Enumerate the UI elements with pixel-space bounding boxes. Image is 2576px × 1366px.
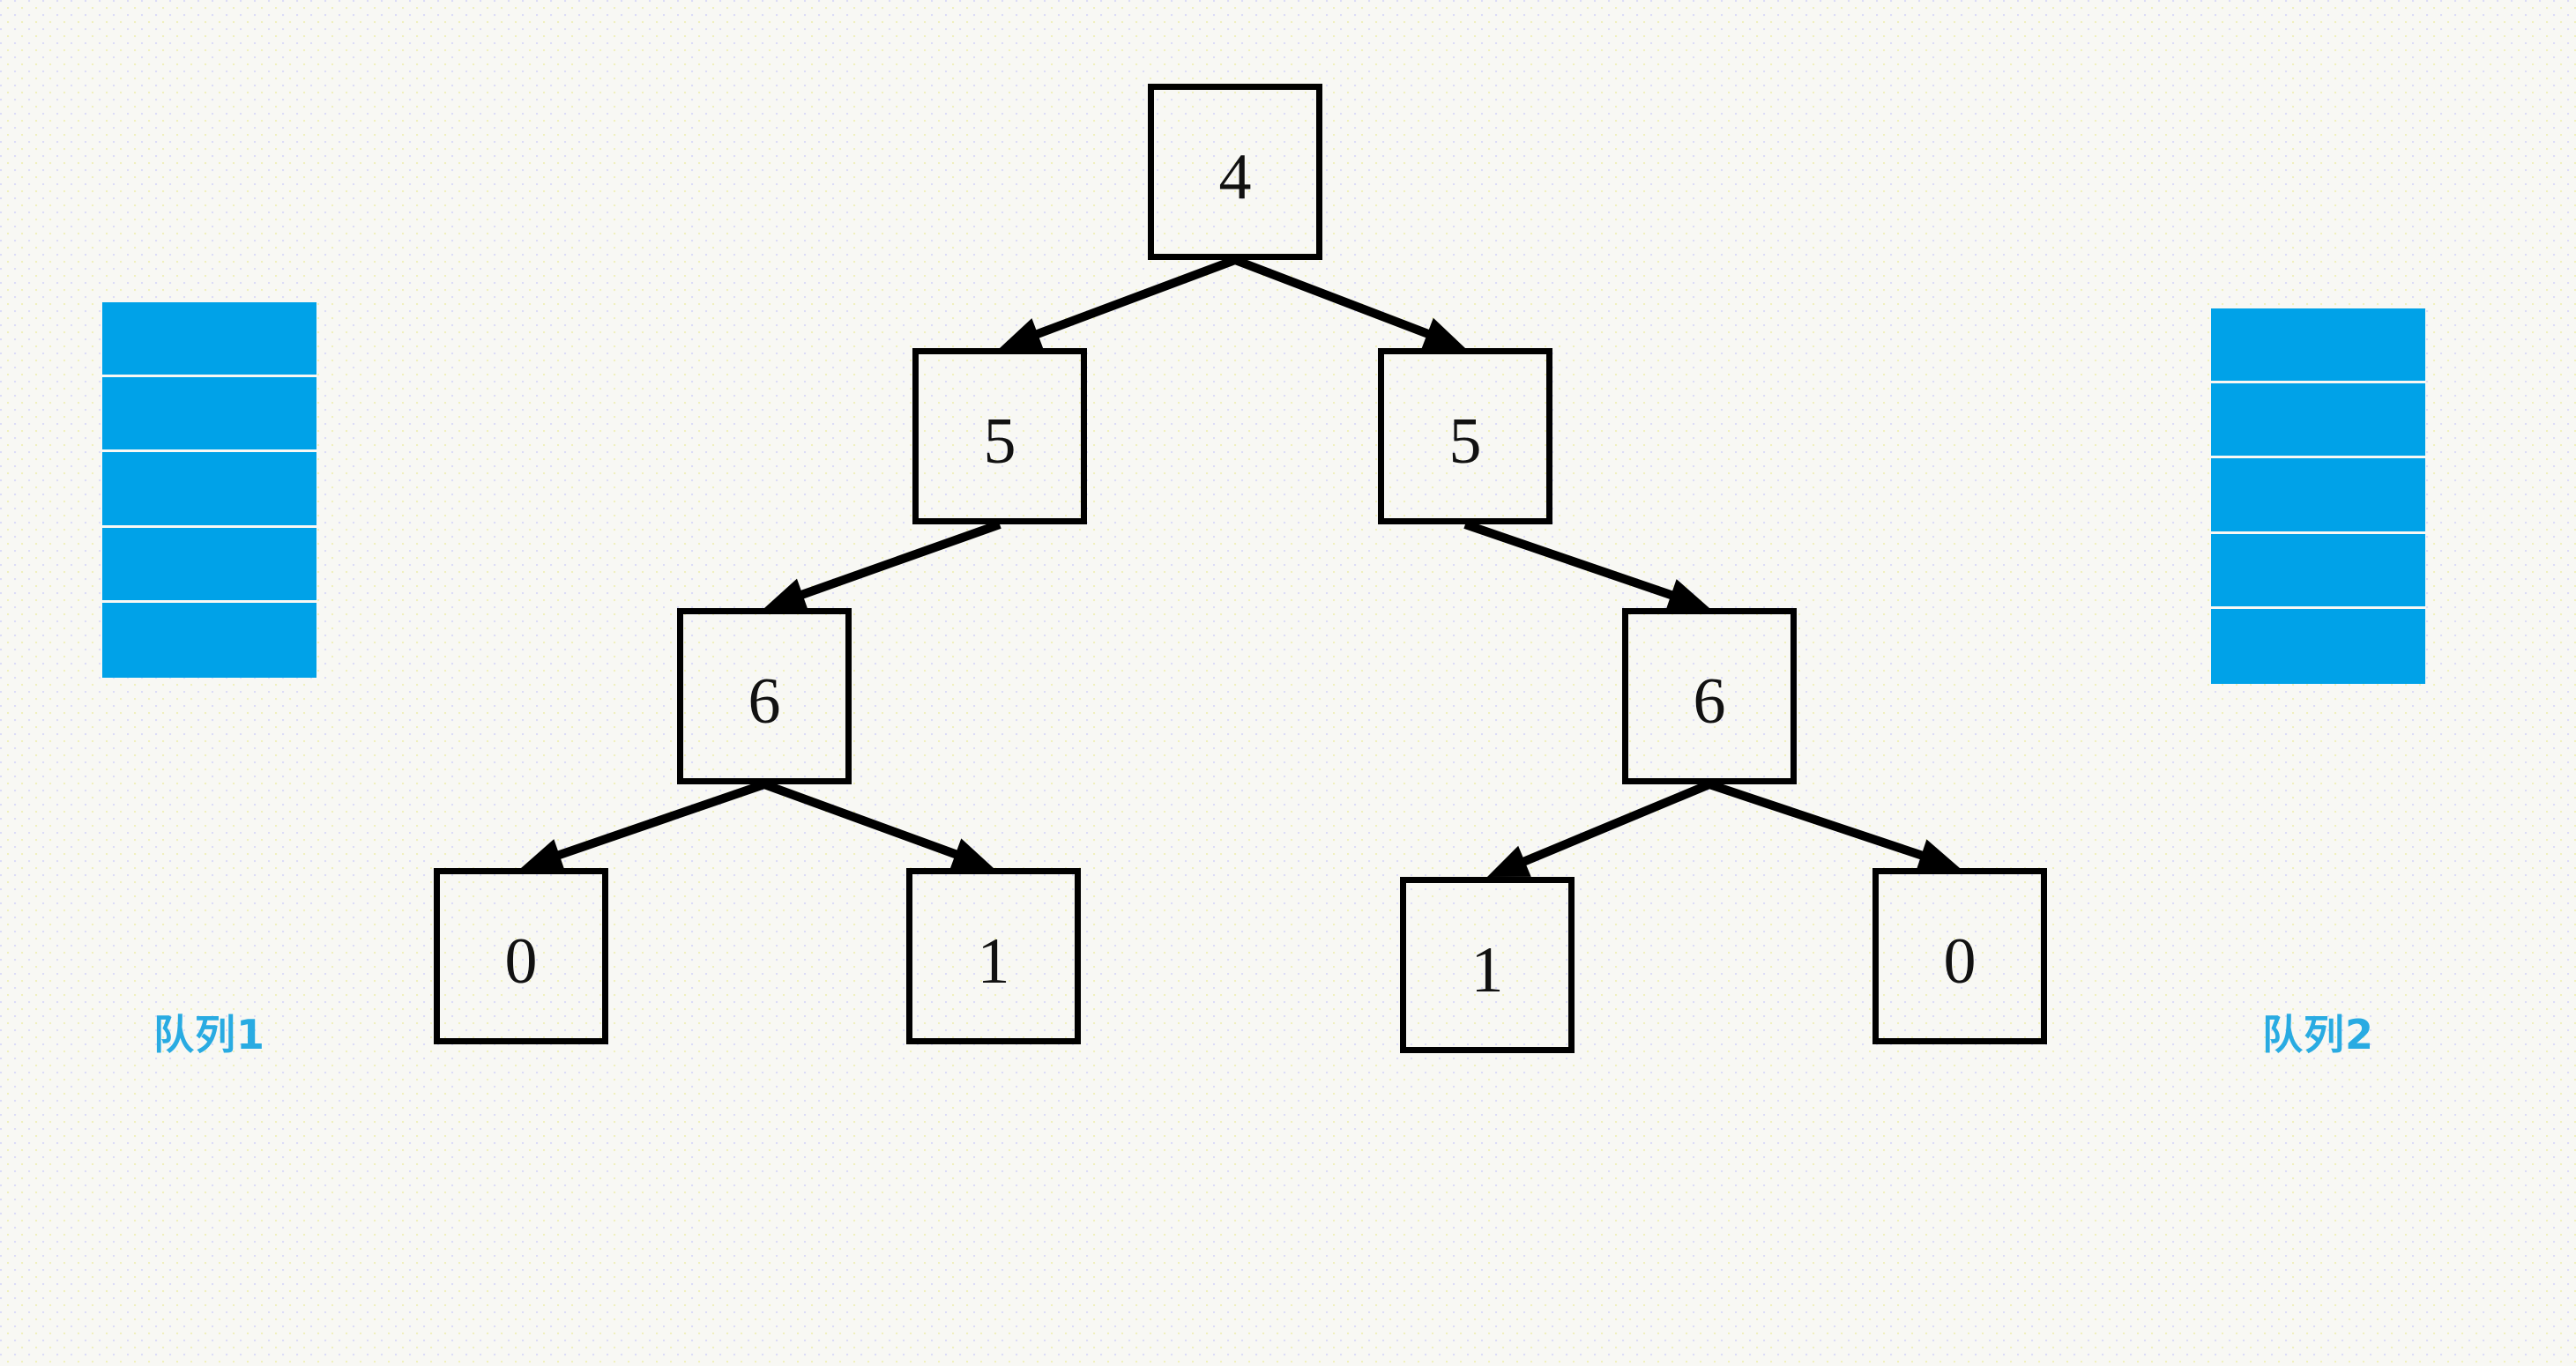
queue-2-cells [2211, 308, 2425, 684]
tree-node-l2[interactable]: 6 [677, 608, 852, 784]
queue-2-cell[interactable] [2211, 383, 2425, 459]
tree-node-value: 0 [1943, 925, 1977, 998]
tree-edge-root-to-l1 [1000, 256, 1237, 350]
queue-2 [2211, 308, 2425, 684]
tree-node-l3a[interactable]: 0 [434, 868, 608, 1044]
tree-node-root[interactable]: 4 [1148, 84, 1322, 260]
queue-2-label: 队列2 [2261, 1011, 2374, 1058]
tree-edge-r2-to-r3b [1708, 780, 1960, 872]
queue-2-cell[interactable] [2211, 608, 2425, 684]
queue-1-cell[interactable] [102, 602, 316, 678]
queue-1-cell[interactable] [102, 452, 316, 528]
queue-1 [102, 302, 316, 678]
tree-node-value: 4 [1218, 141, 1252, 213]
tree-node-value: 5 [1448, 405, 1482, 478]
tree-node-r3a[interactable]: 1 [1400, 877, 1575, 1053]
tree-node-l1[interactable]: 5 [912, 348, 1087, 524]
tree-edge-l1-to-l2 [764, 520, 1001, 611]
queue-1-cells [102, 302, 316, 678]
queue-1-cell[interactable] [102, 377, 316, 453]
tree-node-r1[interactable]: 5 [1378, 348, 1552, 524]
tree-edge-root-to-r1 [1233, 256, 1465, 350]
queue-1-cell[interactable] [102, 527, 316, 603]
tree-node-value: 1 [1470, 934, 1504, 1006]
tree-edge-l2-to-l3a [521, 780, 766, 871]
tree-node-value: 1 [977, 925, 1010, 998]
queue-2-cell[interactable] [2211, 308, 2425, 384]
tree-node-value: 6 [1693, 665, 1726, 738]
tree-node-value: 0 [504, 925, 538, 998]
tree-node-l3b[interactable]: 1 [906, 868, 1081, 1044]
tree-edge-r1-to-r2 [1463, 520, 1709, 612]
queue-2-cell[interactable] [2211, 533, 2425, 609]
queue-1-label: 队列1 [153, 1011, 265, 1058]
tree-node-r3b[interactable]: 0 [1872, 868, 2047, 1044]
queue-1-cell[interactable] [102, 302, 316, 378]
tree-node-value: 6 [748, 665, 781, 738]
tree-edge-r2-to-r3a [1487, 780, 1711, 877]
tree-edge-l2-to-l3b [763, 780, 994, 871]
queue-2-cell[interactable] [2211, 458, 2425, 534]
tree-node-r2[interactable]: 6 [1622, 608, 1797, 784]
tree-node-value: 5 [983, 405, 1016, 478]
